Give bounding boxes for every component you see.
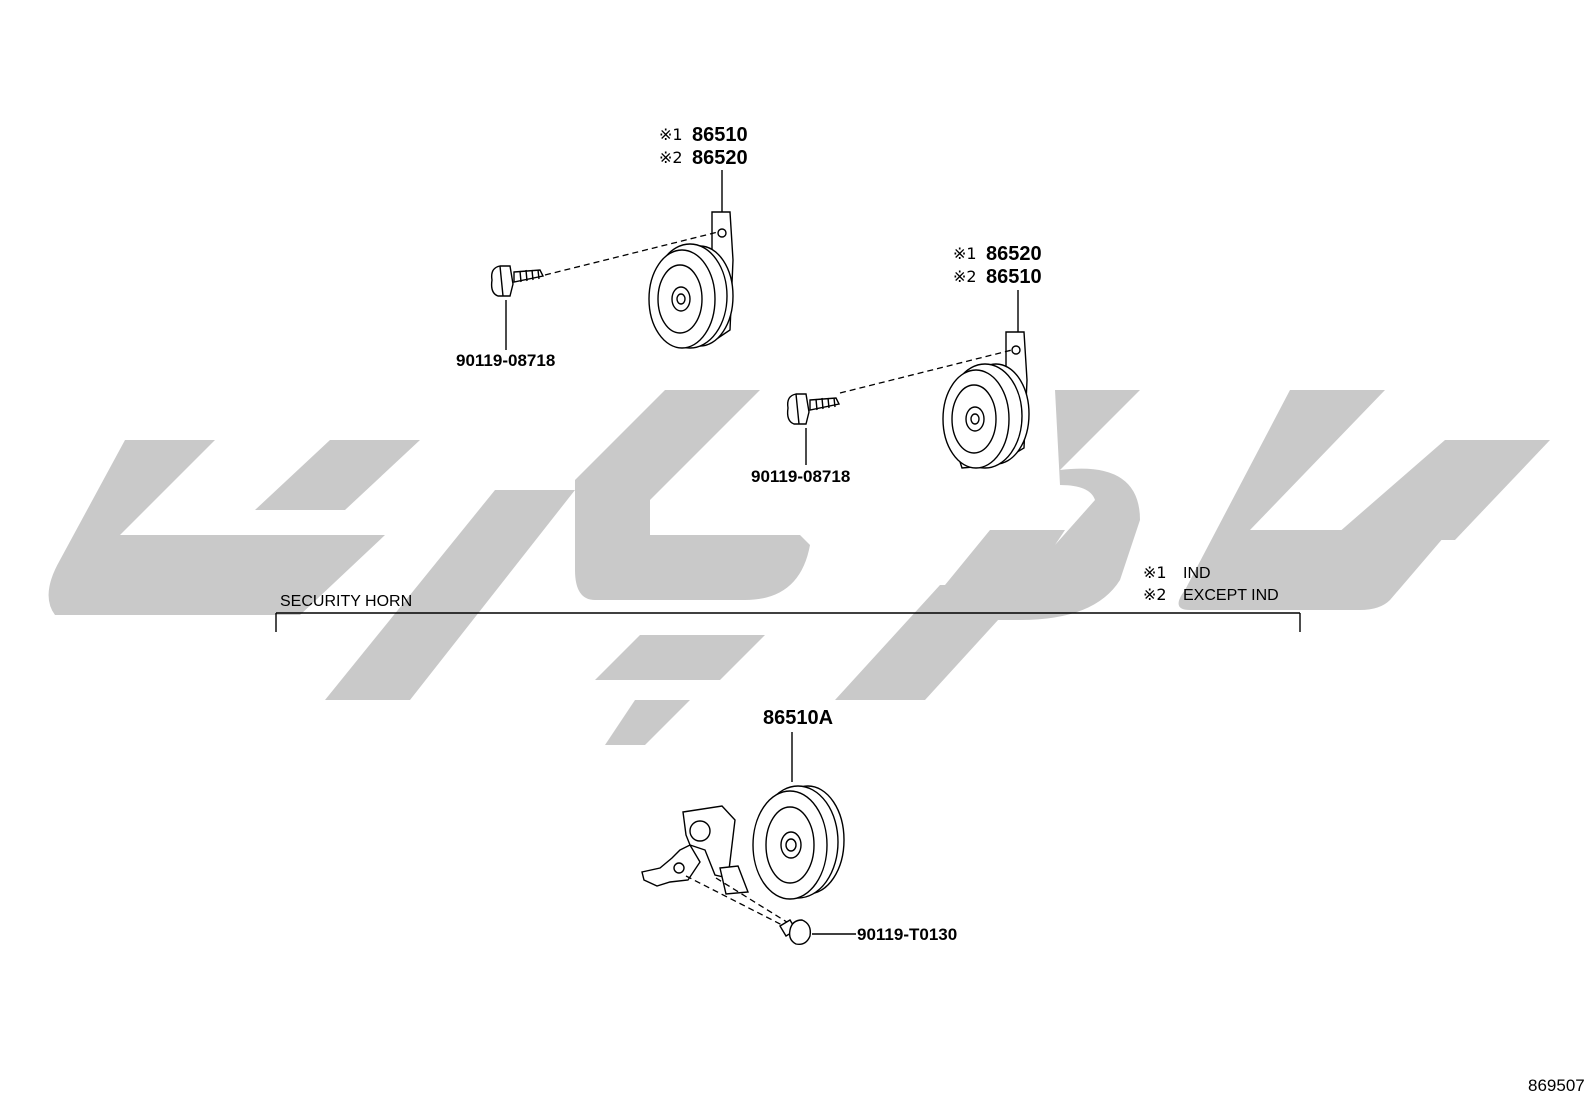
security-horn bbox=[641, 785, 845, 929]
reference-number: 869507 bbox=[1528, 1076, 1585, 1095]
middle-callout-mark-2: ※2 bbox=[953, 267, 977, 286]
middle-bolt: 90119-08718 bbox=[751, 393, 850, 486]
middle-callout-part-2: 86510 bbox=[986, 266, 1042, 288]
security-horn-callout: 86510A bbox=[763, 707, 833, 782]
security-horn-section: SECURITY HORN bbox=[275, 593, 1301, 632]
legend-mark-1: ※1 bbox=[1143, 563, 1167, 582]
middle-horn-callout: ※1 86520 ※2 86510 bbox=[953, 243, 1042, 332]
upper-callout-mark-2: ※2 bbox=[659, 148, 683, 167]
legend-text-2: EXCEPT IND bbox=[1183, 587, 1279, 604]
upper-horn bbox=[544, 211, 734, 349]
legend-mark-2: ※2 bbox=[1143, 585, 1167, 604]
upper-horn-callout: ※1 86510 ※2 86520 bbox=[659, 124, 748, 212]
upper-bolt: 90119-08718 bbox=[456, 265, 555, 370]
middle-callout-mark-1: ※1 bbox=[953, 244, 977, 263]
upper-callout-part-1: 86510 bbox=[692, 124, 748, 146]
middle-bolt-part-number: 90119-08718 bbox=[751, 467, 850, 486]
upper-callout-mark-1: ※1 bbox=[659, 125, 683, 144]
watermark-logo bbox=[48, 390, 1550, 745]
legend: ※1 IND ※2 EXCEPT IND bbox=[1143, 563, 1279, 604]
section-label: SECURITY HORN bbox=[280, 593, 412, 610]
legend-text-1: IND bbox=[1183, 565, 1211, 582]
security-callout-part: 86510A bbox=[763, 707, 833, 729]
upper-bolt-part-number: 90119-08718 bbox=[456, 351, 555, 370]
middle-horn bbox=[839, 331, 1030, 469]
upper-callout-part-2: 86520 bbox=[692, 147, 748, 169]
middle-callout-part-1: 86520 bbox=[986, 243, 1042, 265]
security-bolt-part-number: 90119-T0130 bbox=[857, 925, 957, 944]
security-bolt: 90119-T0130 bbox=[779, 919, 957, 946]
